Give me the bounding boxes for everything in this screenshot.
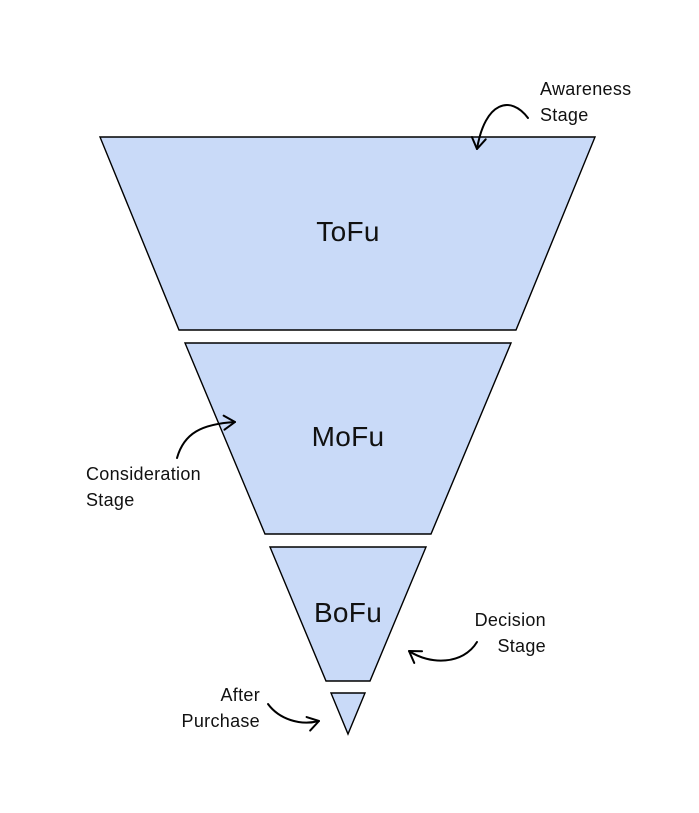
decision-stage-annotation: Decision Stage — [475, 607, 546, 659]
bofu-segment-shape — [268, 546, 428, 682]
decision-stage-line2: Stage — [497, 636, 546, 656]
after-purchase-line1: After — [220, 685, 260, 705]
after-purchase-annotation: After Purchase — [182, 682, 260, 734]
consideration-stage-annotation: Consideration Stage — [86, 461, 201, 513]
funnel-shapes — [98, 136, 597, 736]
awareness-stage-annotation: Awareness Stage — [540, 76, 631, 128]
awareness-stage-line2: Stage — [540, 105, 589, 125]
annotation-arrows — [176, 104, 529, 732]
awareness-stage-line1: Awareness — [540, 79, 632, 99]
bofu-segment-label: BoFu — [313, 597, 383, 628]
consideration-stage-line2: Stage — [86, 490, 135, 510]
after-purchase-tip-shape — [329, 692, 367, 736]
after-purchase-arrow — [267, 703, 320, 732]
mofu-segment-shape — [183, 342, 513, 535]
tofu-segment-label: ToFu — [316, 216, 380, 247]
after-purchase-line2: Purchase — [181, 711, 260, 731]
decision-stage-line1: Decision — [474, 610, 546, 630]
decision-arrow — [408, 641, 478, 664]
consideration-arrow — [176, 414, 236, 459]
tofu-segment-shape — [98, 136, 597, 331]
awareness-arrow — [470, 104, 529, 150]
consideration-stage-line1: Consideration — [86, 464, 201, 484]
mofu-segment-label: MoFu — [311, 421, 385, 452]
